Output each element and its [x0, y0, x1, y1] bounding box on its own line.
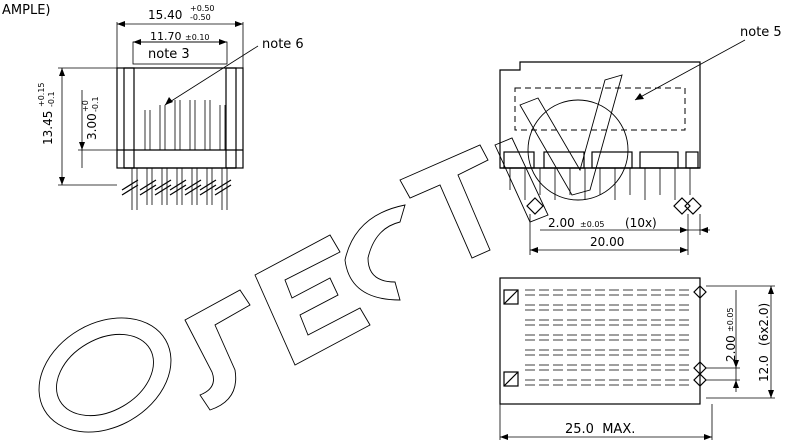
tail-tol-plus: +0	[81, 100, 90, 112]
width-tol-minus: -0.50	[190, 13, 211, 22]
height-tol-plus: +0.15	[37, 82, 46, 107]
tail-tol-minus: -0.1	[91, 96, 100, 112]
note-3: note 3	[148, 47, 190, 62]
bottom-span-count: (6x2.0)	[757, 303, 771, 346]
height-dim: 13.45	[41, 111, 55, 145]
bottom-pitch-tol: ±0.05	[726, 307, 735, 332]
note-6: note 6	[262, 37, 304, 52]
width-tol-plus: +0.50	[190, 4, 215, 13]
bottom-max-dim: 25.0 MAX.	[565, 422, 635, 437]
contact-grid	[525, 289, 690, 386]
side-pitch-dim: 2.00	[548, 216, 575, 230]
inner-dim: 11.70	[150, 30, 182, 43]
note-5: note 5	[740, 25, 782, 40]
side-pitch-count: (10x)	[625, 216, 657, 230]
side-pitch-tol: ±0.05	[580, 220, 605, 229]
bottom-view: 2.00 ±0.05 12.0 (6x2.0) 25.0 MAX.	[499, 277, 775, 440]
watermark	[38, 74, 629, 433]
bottom-span-dim: 12.0	[757, 355, 771, 382]
width-dim: 15.40	[148, 8, 182, 22]
side-total-dim: 20.00	[590, 235, 624, 249]
inner-tol: ±0.10	[185, 33, 210, 42]
height-tol-minus: -0.1	[47, 91, 56, 107]
side-view: note 5 2.00 ±0.05 (	[499, 25, 782, 255]
bottom-pitch-dim: 2.00	[724, 335, 738, 362]
tail-dim: 3.00	[85, 113, 99, 140]
front-view: 15.40 +0.50 -0.50 11.70 ±0.10 note 3 not…	[37, 4, 304, 210]
sample-label: AMPLE)	[2, 3, 50, 18]
